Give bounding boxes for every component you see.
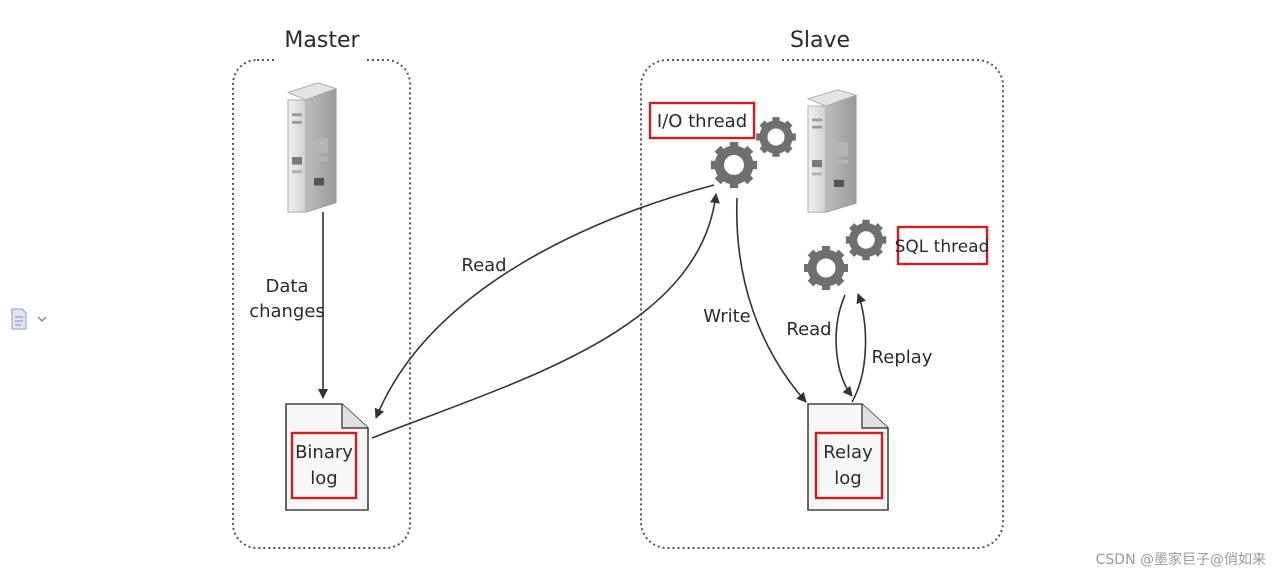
relay-log-highlight	[814, 431, 884, 500]
binary-log-line2: log	[310, 468, 337, 489]
arrow-read-to-binlog	[374, 184, 715, 419]
master-box	[232, 59, 411, 549]
chevron-down-icon[interactable]	[37, 316, 47, 322]
master-group: Master	[232, 28, 411, 549]
master-server-icon	[287, 82, 337, 213]
sql-thread-text: SQL thread	[895, 237, 990, 257]
binary-log-document: Binary log	[285, 403, 369, 511]
sql-thread-gear-icon	[804, 220, 886, 290]
binary-log-line1: Binary	[295, 442, 353, 463]
relay-log-line1: Relay	[823, 442, 873, 463]
io-thread-label: I/O thread	[648, 101, 756, 140]
io-thread-text: I/O thread	[657, 111, 747, 132]
data-changes-line1: Data	[266, 276, 309, 297]
binary-log-highlight	[290, 431, 358, 500]
slave-box	[640, 59, 1004, 549]
read-left-label: Read	[461, 255, 506, 276]
write-label: Write	[703, 306, 751, 327]
data-changes-line2: changes	[249, 301, 325, 322]
document-icon[interactable]	[10, 308, 50, 330]
relay-log-line2: log	[834, 468, 861, 489]
arrow-read-sql	[835, 294, 853, 397]
slave-group: Slave	[640, 28, 1004, 549]
relay-log-document: Relay log	[807, 403, 889, 511]
slave-server-icon	[807, 89, 857, 213]
slave-title: Slave	[790, 28, 850, 53]
replay-label: Replay	[872, 347, 933, 368]
arrows	[318, 184, 867, 439]
master-title: Master	[284, 28, 360, 53]
sql-thread-label: SQL thread	[895, 225, 990, 266]
arrow-write-relay	[735, 197, 807, 403]
read-right-label: Read	[786, 319, 831, 340]
arrow-replay	[851, 293, 867, 403]
watermark: CSDN @墨家巨子@俏如来	[1095, 552, 1266, 568]
arrow-binlog-to-io	[371, 193, 720, 439]
